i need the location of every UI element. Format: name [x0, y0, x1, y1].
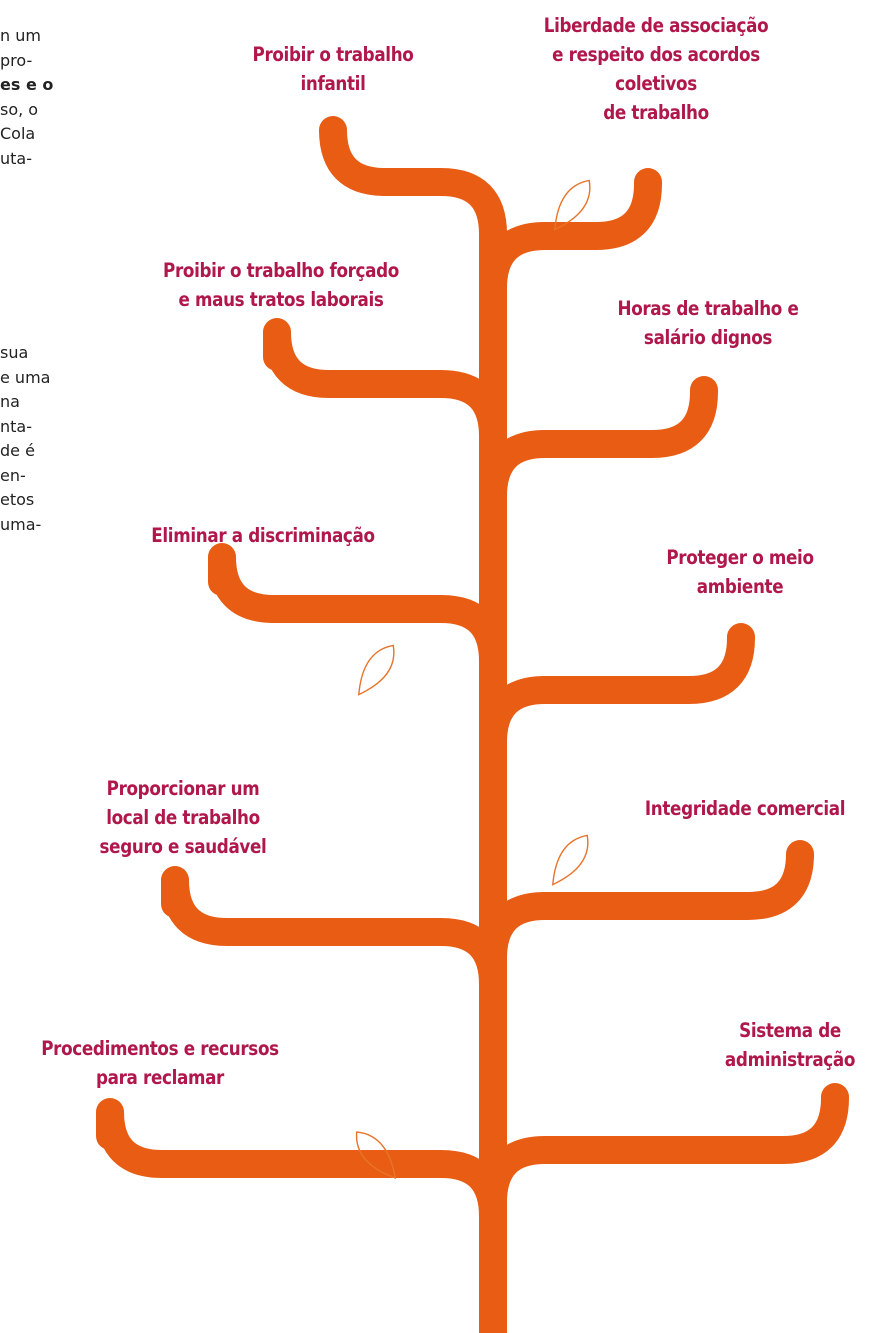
intro-line: uma-: [0, 514, 42, 534]
intro-paragraph-1: n um pro- es e o so, o Cola uta-: [0, 24, 60, 171]
branch-left-2: [263, 318, 507, 450]
branch-label-line: e respeito dos acordos: [552, 43, 760, 66]
branch-right-3: [479, 623, 755, 756]
intro-paragraph-2: sua e uma na nta- de é en- etos uma-: [0, 341, 72, 537]
branch-label-management-system: Sistema de administração: [713, 1016, 868, 1074]
branch-label-child-labour: Proibir o trabalho infantil: [230, 40, 436, 98]
intro-line: n um: [0, 26, 41, 45]
intro-line: de é: [0, 441, 35, 460]
branch-label-line: Proibir o trabalho forçado: [163, 259, 399, 282]
branch-right-2: [479, 376, 718, 510]
branch-label-discrimination: Eliminar a discriminação: [130, 521, 397, 550]
branch-label-line: salário dignos: [643, 326, 773, 349]
branch-label-working-hours-wages: Horas de trabalho e salário dignos: [596, 294, 820, 352]
branch-label-line: Sistema de: [739, 1019, 841, 1042]
intro-line: na: [0, 392, 20, 411]
tree-leaves: [355, 179, 591, 1180]
branch-label-line: de trabalho: [603, 101, 709, 124]
branch-label-line: coletivos: [615, 72, 697, 95]
branch-label-line: seguro e saudável: [99, 835, 267, 858]
branch-label-line: Proteger o meio: [666, 546, 814, 569]
branch-label-safe-workplace: Proporcionar um local de trabalho seguro…: [84, 774, 282, 861]
intro-line: pro-: [0, 50, 33, 70]
branch-label-line: Proporcionar um: [106, 777, 260, 800]
branch-label-grievance-procedures: Procedimentos e recursos para reclamar: [22, 1034, 297, 1092]
branch-left-1: [319, 116, 507, 258]
branch-label-line: Integridade comercial: [644, 797, 846, 820]
branch-label-line: Eliminar a discriminação: [151, 524, 375, 547]
intro-line: etos: [0, 490, 35, 509]
branch-label-line: local de trabalho: [106, 806, 260, 829]
branch-label-line: ambiente: [696, 575, 784, 598]
intro-line: uta-: [0, 148, 32, 168]
branch-label-forced-labour: Proibir o trabalho forçado e maus tratos…: [139, 256, 423, 314]
intro-line: so, o: [0, 99, 39, 119]
branch-label-line: Proibir o trabalho: [252, 43, 414, 66]
branch-label-environment: Proteger o meio ambiente: [645, 543, 834, 601]
leaf-icon: [355, 1131, 397, 1180]
branch-label-line: infantil: [300, 72, 366, 95]
tree-trunk-group: [96, 116, 849, 1333]
branch-left-3: [208, 543, 507, 675]
leaf-icon: [551, 834, 589, 886]
branch-left-5: [96, 1098, 507, 1230]
branch-label-line: administração: [724, 1048, 856, 1071]
branch-right-1: [479, 168, 662, 302]
branch-right-5: [479, 1083, 849, 1216]
branch-label-business-integrity: Integridade comercial: [629, 794, 861, 823]
branch-label-freedom-of-association: Liberdade de associação e respeito dos a…: [518, 11, 793, 127]
branch-label-line: para reclamar: [95, 1066, 224, 1089]
intro-line: nta-: [0, 416, 32, 436]
branch-label-line: e maus tratos laborais: [178, 288, 384, 311]
leaf-icon: [553, 179, 591, 231]
branch-right-4: [479, 840, 814, 972]
branch-label-line: Horas de trabalho e: [617, 297, 799, 320]
intro-line: Cola: [0, 124, 36, 143]
intro-line: en-: [0, 465, 26, 485]
branch-label-line: Procedimentos e recursos: [41, 1037, 279, 1060]
branch-label-line: Liberdade de associação: [543, 14, 769, 37]
intro-line: sua: [0, 343, 29, 362]
intro-line-bold: es e o: [0, 75, 54, 94]
leaf-icon: [357, 644, 395, 696]
branch-left-4: [161, 866, 507, 998]
intro-line: e uma: [0, 367, 51, 387]
